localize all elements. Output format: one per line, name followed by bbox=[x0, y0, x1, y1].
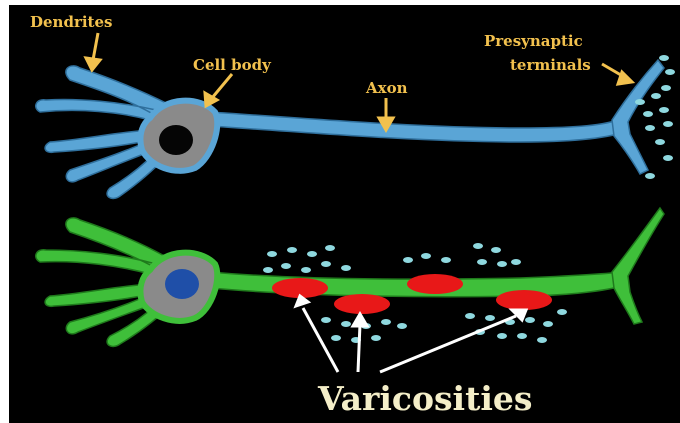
varicosity-3 bbox=[407, 274, 463, 294]
top-nucleus bbox=[159, 125, 193, 155]
varicosities-label: Varicosities bbox=[317, 379, 532, 418]
cell-body-label: Cell body bbox=[193, 56, 272, 74]
dendrites-label: Dendrites bbox=[30, 13, 112, 31]
varicosity-4 bbox=[496, 290, 552, 310]
varicosity-2 bbox=[334, 294, 390, 314]
axon-label: Axon bbox=[365, 79, 408, 97]
presynaptic-label-line1: Presynaptic bbox=[484, 32, 583, 50]
presynaptic-label-line2: terminals bbox=[510, 56, 591, 74]
bottom-nucleus bbox=[165, 269, 199, 299]
